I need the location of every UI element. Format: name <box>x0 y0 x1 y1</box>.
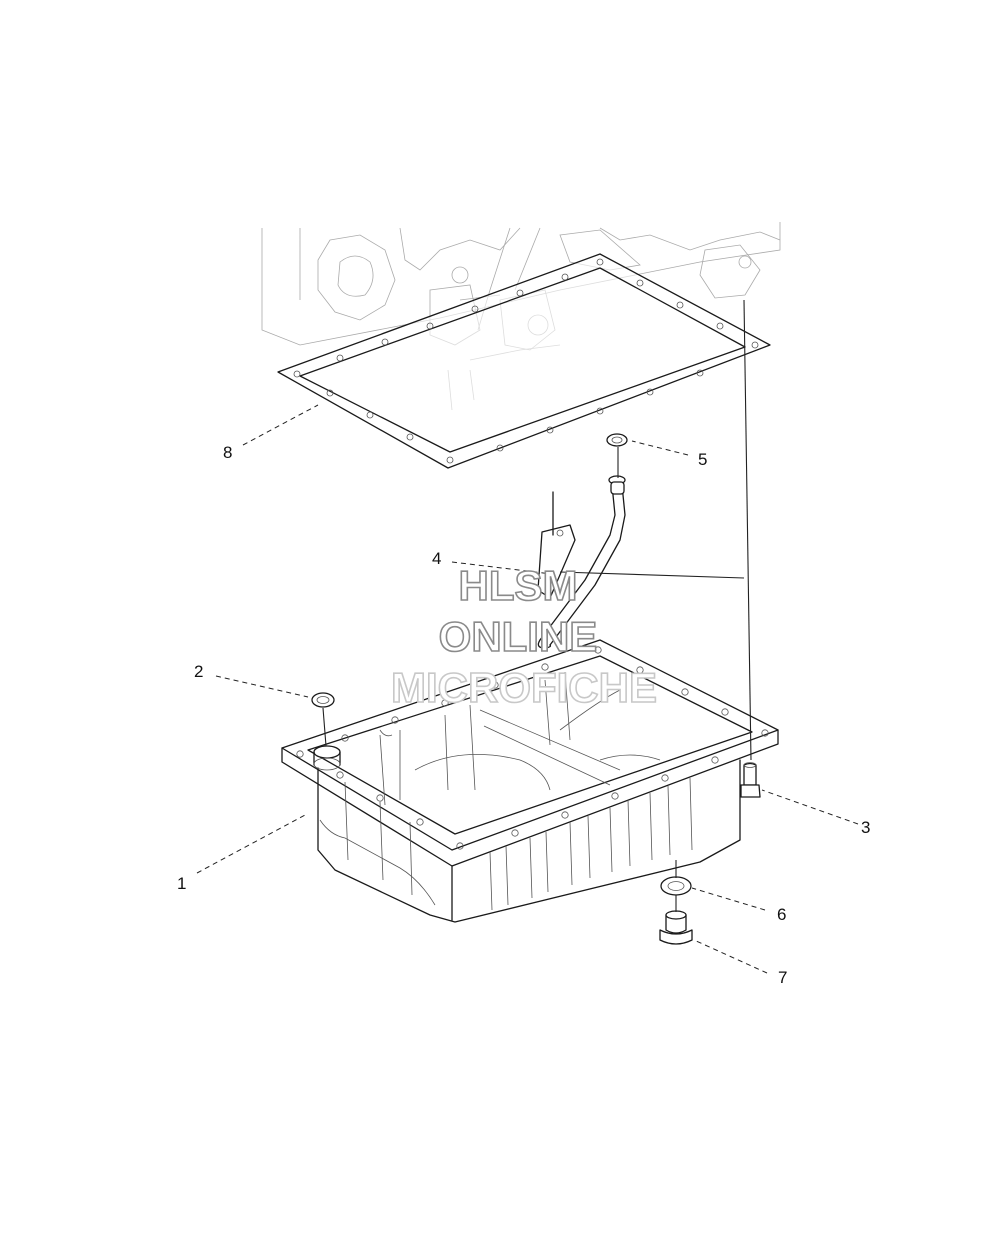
callout-3: 3 <box>861 818 870 837</box>
watermark-line-1: HLSM <box>459 562 578 609</box>
bolt-item-3 <box>740 762 761 798</box>
callout-5: 5 <box>698 450 707 469</box>
callout-2: 2 <box>194 662 203 681</box>
oil-pickup-tube <box>537 475 626 649</box>
oil-pan <box>281 639 779 923</box>
callout-8: 8 <box>223 443 232 462</box>
watermark-line-3: MICROFICHE <box>391 664 657 711</box>
washer-item-2 <box>311 692 335 708</box>
callout-4: 4 <box>432 549 441 568</box>
leader-lines <box>196 404 859 974</box>
o-ring-item-5 <box>606 433 628 447</box>
callout-1: 1 <box>177 874 186 893</box>
sealing-washer-item-6 <box>660 876 692 896</box>
watermark: HLSM ONLINE MICROFICHE <box>390 561 658 712</box>
drain-plug-item-7 <box>659 910 693 945</box>
oil-pan-gasket <box>277 253 771 469</box>
watermark-line-2: ONLINE <box>439 613 598 660</box>
assembly-lines <box>322 299 752 912</box>
callout-numbers: 1 2 3 4 5 6 7 8 <box>177 443 870 987</box>
callout-6: 6 <box>777 905 786 924</box>
callout-7: 7 <box>778 968 787 987</box>
